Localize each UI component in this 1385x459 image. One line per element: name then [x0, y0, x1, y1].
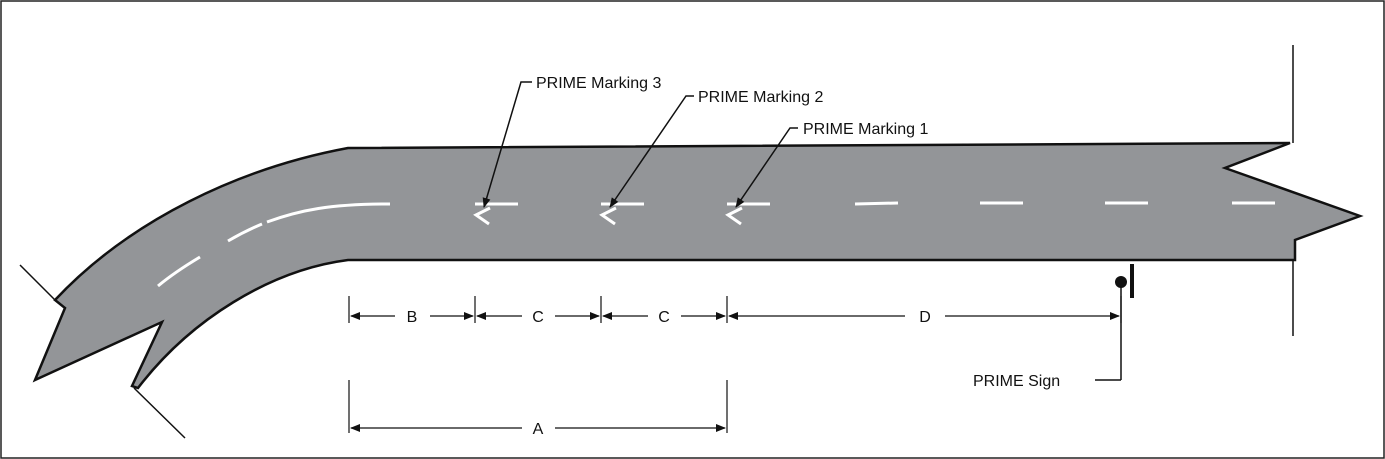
- leader-marking-3: [482, 81, 532, 208]
- dim-label-b: B: [407, 309, 418, 326]
- leader-marking-1: [735, 127, 798, 208]
- prime-marking-3-chevron: [473, 206, 491, 226]
- prime-marking-1-chevron: [725, 206, 743, 226]
- left-boundary-bottom: [133, 387, 186, 439]
- dim-label-a: A: [533, 421, 544, 438]
- leader-marking-2: [609, 95, 694, 208]
- label-marking-1: PRIME Marking 1: [803, 121, 928, 138]
- left-boundary-top: [19, 264, 58, 303]
- dim-label-d: D: [919, 309, 931, 326]
- prime-marking-2-chevron: [599, 206, 617, 226]
- label-marking-2: PRIME Marking 2: [698, 89, 823, 106]
- dim-label-c1: C: [532, 309, 544, 326]
- label-sign: PRIME Sign: [973, 373, 1060, 390]
- dim-label-c2: C: [658, 309, 670, 326]
- label-marking-3: PRIME Marking 3: [536, 75, 661, 92]
- lane-center-dashes: [157, 201, 1275, 288]
- dimension-lines: [348, 296, 1122, 433]
